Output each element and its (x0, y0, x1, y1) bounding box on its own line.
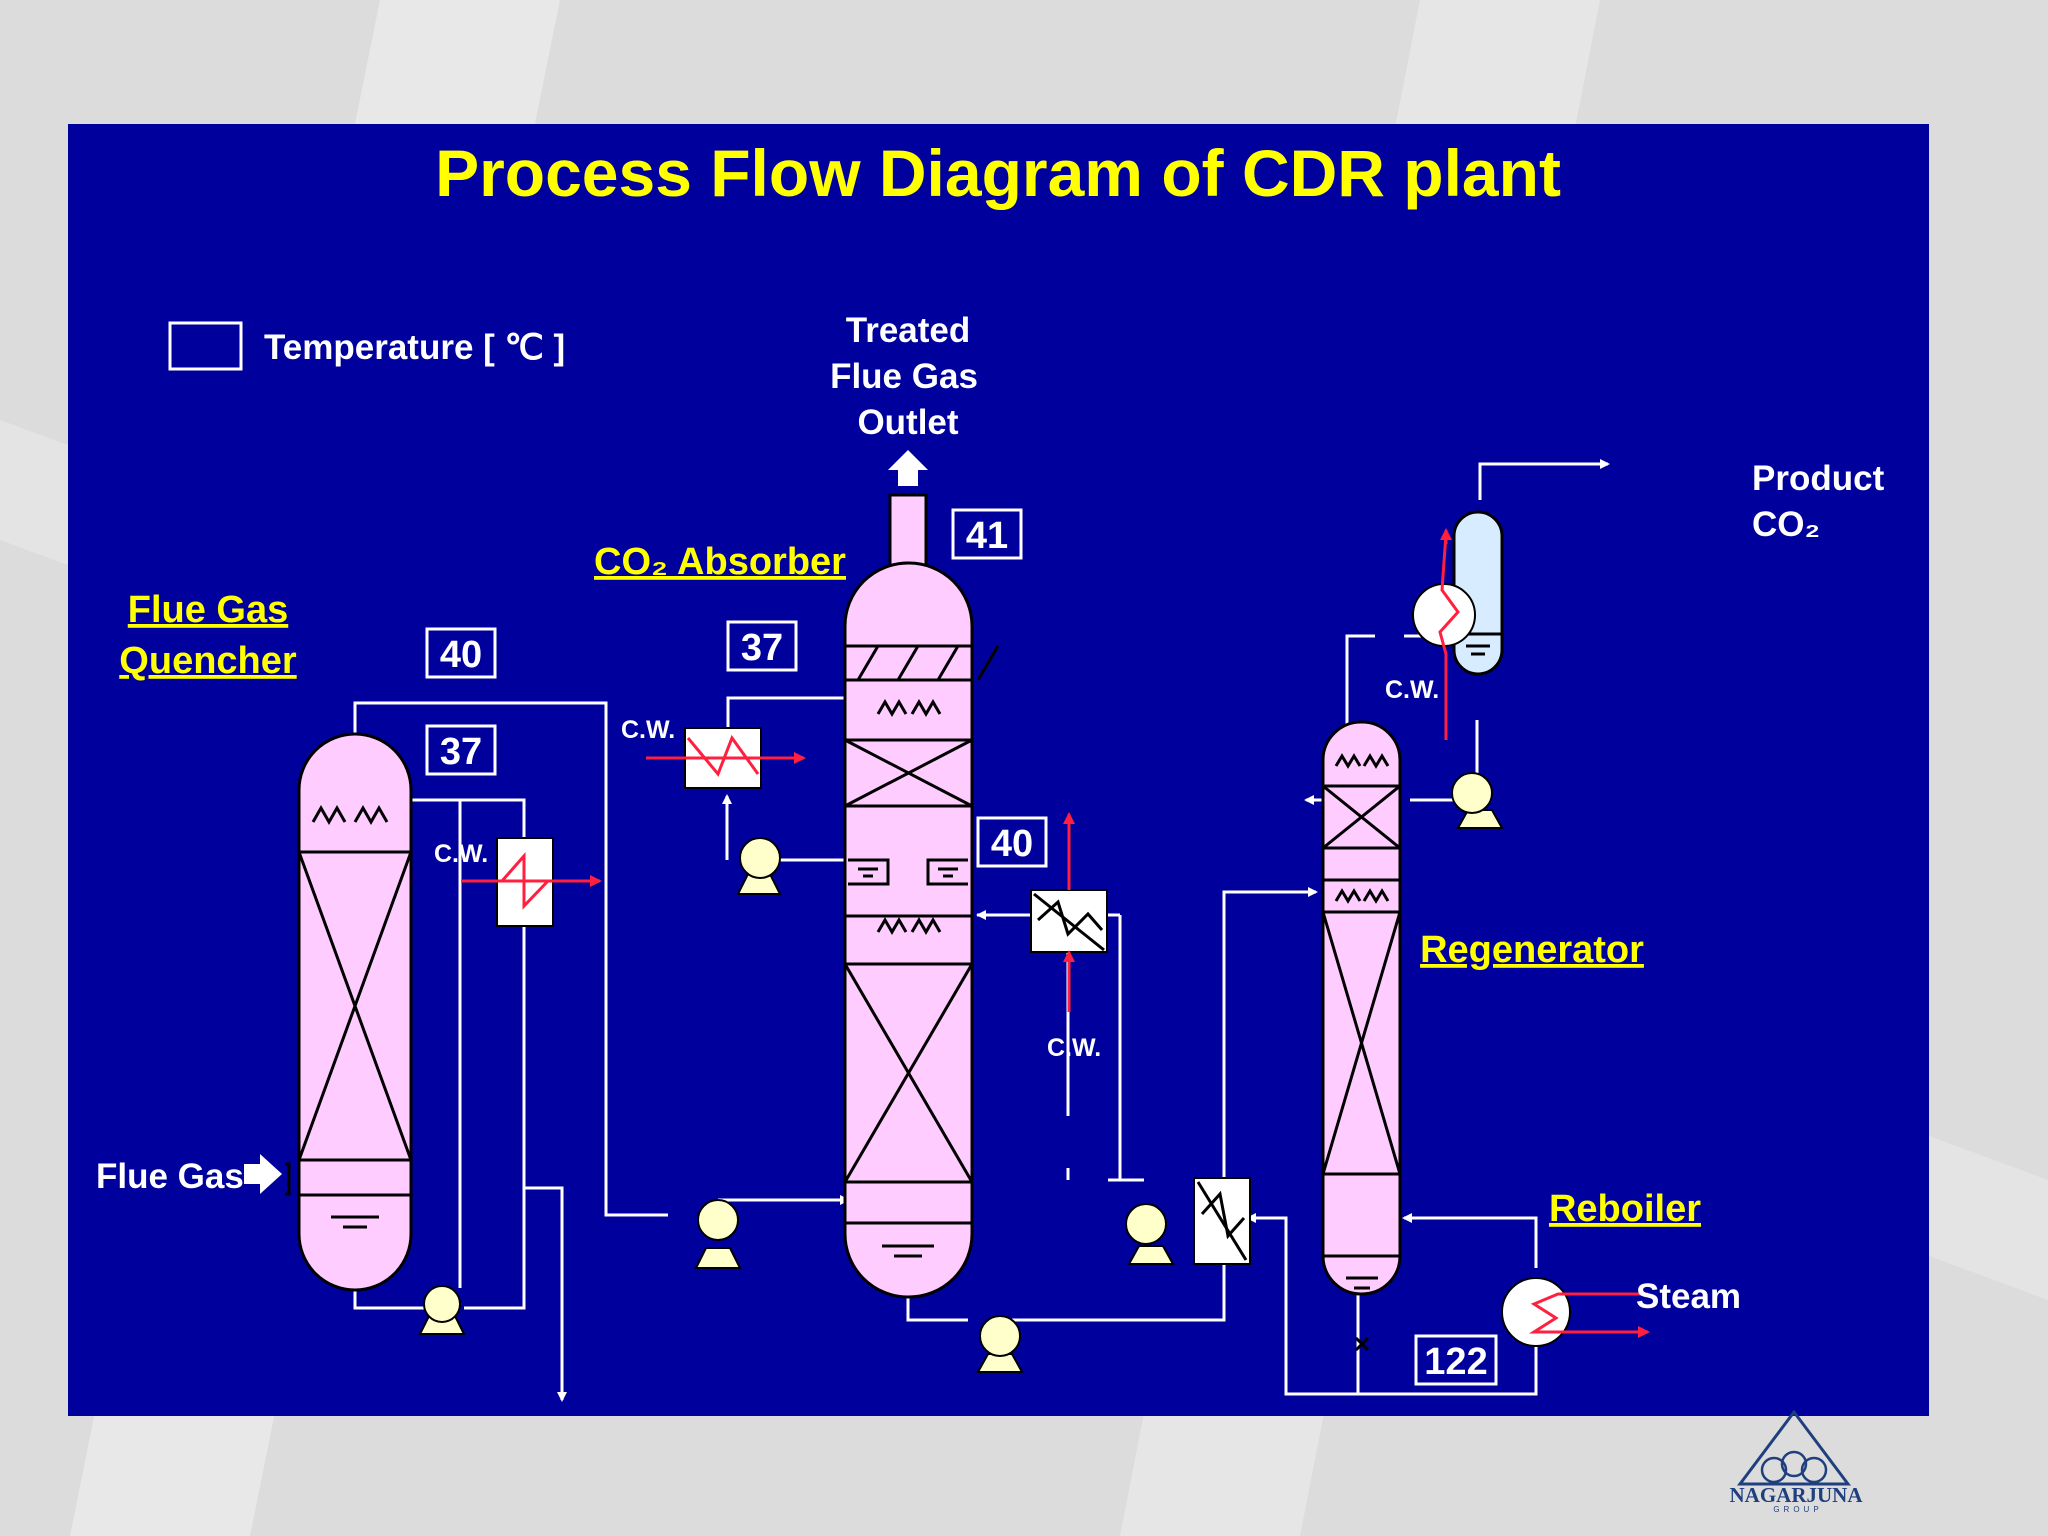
regenerator-label: Regenerator (1420, 929, 1644, 971)
cw-label: C.W. (1047, 1034, 1101, 1062)
pump-icon (976, 1315, 1024, 1373)
temperature-value: 40 (440, 634, 482, 676)
pump-icon (1451, 772, 1504, 829)
flue-gas-inlet-label: Flue Gas (96, 1157, 244, 1196)
absorber-label: CO₂ Absorber (594, 541, 846, 583)
pump-icon (736, 837, 782, 895)
product-co2-label-line2: CO₂ (1752, 505, 1820, 544)
legend-temperature-box (168, 321, 243, 371)
quencher-label-line2: Quencher (119, 640, 297, 682)
treated-gas-outlet-arrow-icon (888, 450, 928, 486)
absorber-wash-cooler (646, 727, 806, 789)
temperature-value: 37 (440, 731, 482, 773)
temperature-box-regenerator-bottom (1414, 1334, 1498, 1386)
overhead-condenser (1412, 528, 1476, 740)
nagarjuna-logo: NAGARJUNA GROUP (1730, 1409, 1864, 1514)
temperature-box-quencher-reflux (425, 724, 497, 776)
steam-label: Steam (1636, 1277, 1741, 1316)
regenerator-vessel (1321, 720, 1402, 1352)
temperature-value: 122 (1424, 1341, 1487, 1383)
reboiler-exchanger (1501, 1277, 1650, 1347)
product-co2-label-line1: Product (1752, 459, 1885, 498)
temperature-box-absorber-overhead (951, 508, 1023, 560)
logo-name: NAGARJUNA (1730, 1483, 1864, 1507)
treated-gas-label-line2: Flue Gas (830, 357, 978, 396)
quencher-cooler (461, 837, 602, 927)
absorber-intercooler (1030, 812, 1108, 1012)
cw-label: C.W. (621, 716, 675, 744)
temperature-value: 40 (991, 823, 1033, 865)
pump-icon (694, 1199, 742, 1269)
pump-icon (418, 1285, 466, 1335)
quencher-vessel (285, 732, 413, 1292)
cw-label: C.W. (1385, 676, 1439, 704)
temperature-value: 41 (966, 515, 1008, 557)
treated-gas-label-line3: Outlet (857, 403, 958, 442)
logo-sub: GROUP (1773, 1505, 1822, 1514)
temperature-box-absorber-intercooler (976, 816, 1048, 868)
diagram-panel: Process Flow Diagram of CDR plant Temper… (68, 124, 1929, 1416)
temperature-box-quencher-top (425, 627, 497, 679)
legend-temperature-label: Temperature [ ℃ ] (264, 328, 565, 367)
lean-rich-exchanger (1193, 1177, 1251, 1265)
temperature-value: 37 (741, 627, 783, 669)
reboiler-label: Reboiler (1549, 1188, 1701, 1230)
process-flow-diagram: Process Flow Diagram of CDR plant Temper… (96, 136, 1885, 1402)
page-title: Process Flow Diagram of CDR plant (435, 136, 1561, 210)
quencher-label-line1: Flue Gas (128, 589, 289, 631)
pump-icon (1125, 1203, 1175, 1265)
temperature-box-absorber-wash (726, 620, 798, 672)
treated-gas-label-line1: Treated (846, 311, 971, 350)
absorber-vessel (843, 493, 1000, 1299)
flue-gas-inlet-arrow-icon (244, 1154, 282, 1194)
cw-label: C.W. (434, 840, 488, 868)
